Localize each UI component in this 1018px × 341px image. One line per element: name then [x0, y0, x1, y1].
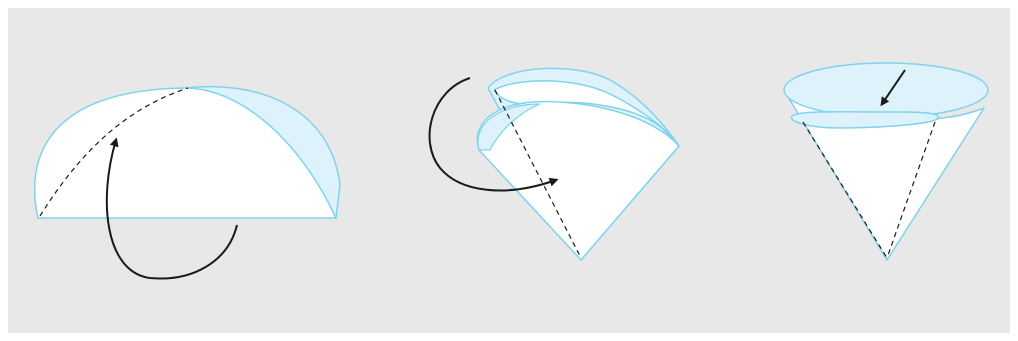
cone-opening — [784, 63, 988, 117]
diagram-panel — [8, 8, 1010, 333]
cone-folding-diagram — [8, 8, 1010, 333]
